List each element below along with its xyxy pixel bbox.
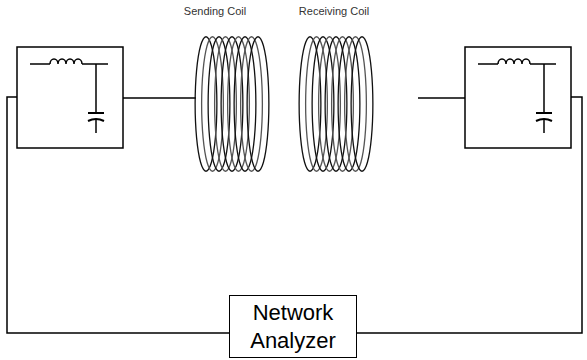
coil-label: Sending Coil (183, 5, 247, 17)
wire (418, 97, 465, 99)
coil-turn (215, 37, 237, 171)
coil-turn (299, 37, 321, 171)
coil-turn (234, 37, 256, 171)
coil-turn (202, 37, 224, 171)
coil-turn (345, 37, 367, 171)
coil-turn (351, 37, 373, 171)
coil-turn (241, 37, 263, 171)
coil-turn (332, 37, 354, 171)
coil-turn (247, 37, 269, 171)
coil-turn (325, 37, 347, 171)
matching-box (465, 47, 571, 148)
lc-symbol (30, 59, 108, 133)
coil-winding (299, 37, 373, 171)
coil-label: Receiving Coil (298, 5, 370, 17)
wire (123, 97, 196, 99)
coil-turn (319, 37, 341, 171)
lc-symbol (478, 59, 556, 133)
coil-turn (338, 37, 360, 171)
matching-box (17, 47, 123, 148)
coil-turn (306, 37, 328, 171)
instrument-box: Network Analyzer (229, 295, 357, 358)
coil-turn (312, 37, 334, 171)
wire (357, 97, 582, 333)
coil-winding (195, 37, 269, 171)
coil-turn (221, 37, 243, 171)
coil-turn (228, 37, 250, 171)
instrument-name: Network Analyzer (230, 299, 356, 354)
coil-turn (195, 37, 217, 171)
coil-turn (208, 37, 230, 171)
